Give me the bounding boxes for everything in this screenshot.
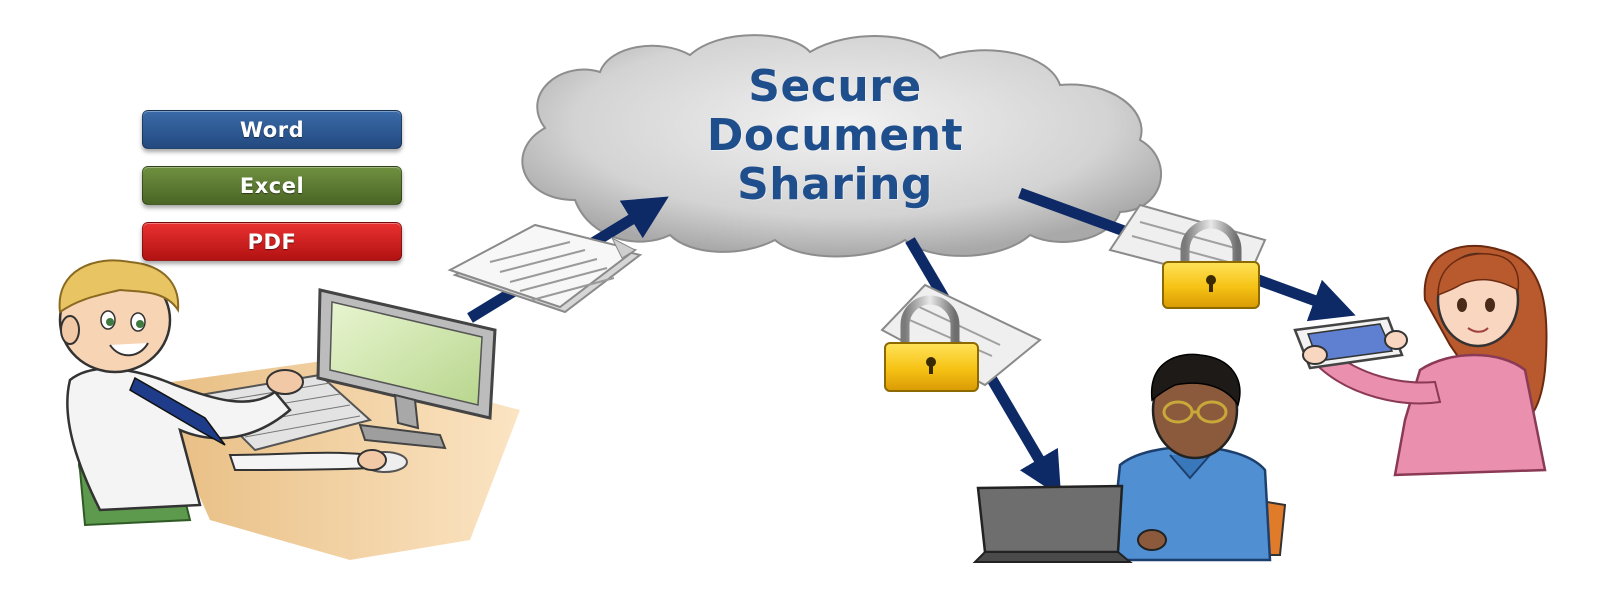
cloud-title: Secure Document Sharing [620, 62, 1050, 209]
person-laptop-recipient [972, 353, 1287, 563]
padlock-icon [1162, 219, 1260, 309]
title-line-3: Sharing [737, 159, 933, 210]
excel-badge: Excel [142, 166, 402, 205]
title-line-2: Document [706, 110, 964, 161]
pdf-badge: PDF [142, 222, 402, 261]
word-badge: Word [142, 110, 402, 149]
padlock-icon [884, 295, 979, 392]
desktop-monitor [316, 288, 497, 450]
cloud [521, 34, 1163, 258]
title-line-1: Secure [748, 61, 922, 112]
person-tablet-recipient [1293, 244, 1548, 477]
locked-document-icon [880, 283, 1042, 392]
person-sender [58, 259, 387, 512]
document-icon [447, 223, 643, 314]
locked-document-icon [1108, 203, 1267, 309]
